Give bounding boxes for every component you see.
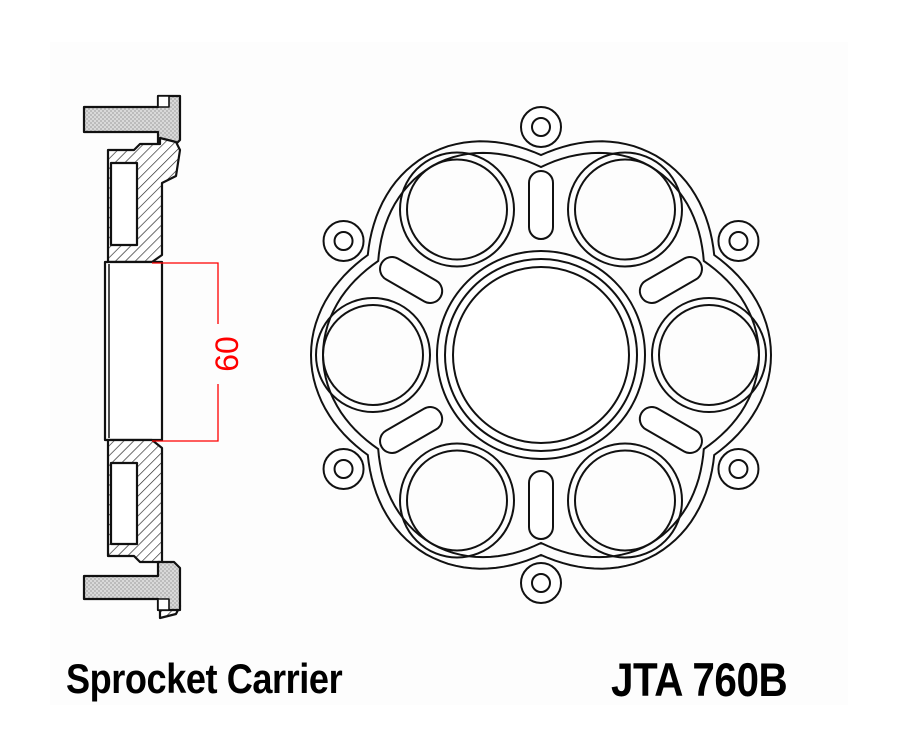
- top-flange-notch: [157, 95, 170, 108]
- upper-cavity: [109, 161, 139, 247]
- dimension-line-bottom: [152, 384, 219, 442]
- pocket-outline: [315, 297, 431, 413]
- lightening-slot: [379, 256, 444, 304]
- mounting-lug: [322, 220, 365, 262]
- pocket-outline: [567, 442, 683, 559]
- mounting-hole: [531, 117, 551, 137]
- mounting-lug: [322, 448, 365, 490]
- dimension-60: [152, 262, 219, 442]
- mounting-hole: [728, 459, 749, 479]
- dimension-label: 60: [209, 336, 245, 372]
- lightening-slot: [379, 406, 444, 454]
- mounting-hole: [728, 231, 749, 251]
- bottom-flange: [82, 560, 182, 612]
- mounting-hole: [531, 573, 551, 593]
- dimension-line-top: [152, 262, 219, 324]
- mounting-lug: [520, 106, 562, 148]
- mounting-lug: [520, 562, 562, 604]
- mounting-hole: [333, 459, 354, 479]
- lightening-slot: [528, 170, 554, 240]
- pocket: [574, 449, 676, 552]
- pocket-outline: [651, 297, 767, 413]
- pocket-outline: [567, 151, 683, 268]
- mounting-hole: [333, 231, 354, 251]
- pocket: [406, 449, 508, 552]
- pocket: [658, 304, 760, 406]
- center-bore-ring: [436, 250, 646, 460]
- center-bore-ring: [444, 258, 638, 452]
- cross-section-view: [82, 94, 182, 620]
- part-name-caption: Sprocket Carrier: [66, 655, 343, 702]
- center-bore-ring: [452, 266, 630, 444]
- part-number-caption: JTA 760B: [611, 653, 788, 706]
- bore-outline: [103, 260, 164, 442]
- bottom-flange-notch: [157, 598, 170, 611]
- lightening-slot: [638, 406, 703, 454]
- pocket-outline: [399, 151, 515, 268]
- pocket-outline: [399, 442, 515, 559]
- mounting-lug: [717, 220, 760, 262]
- pocket: [574, 158, 676, 261]
- mounting-lug: [717, 448, 760, 490]
- front-view: [309, 106, 773, 604]
- lightening-slot: [638, 256, 703, 304]
- lower-cavity: [109, 461, 139, 546]
- lightening-slot: [528, 470, 554, 540]
- outer-contour: [309, 140, 773, 570]
- pocket: [322, 304, 424, 406]
- pocket: [406, 158, 508, 261]
